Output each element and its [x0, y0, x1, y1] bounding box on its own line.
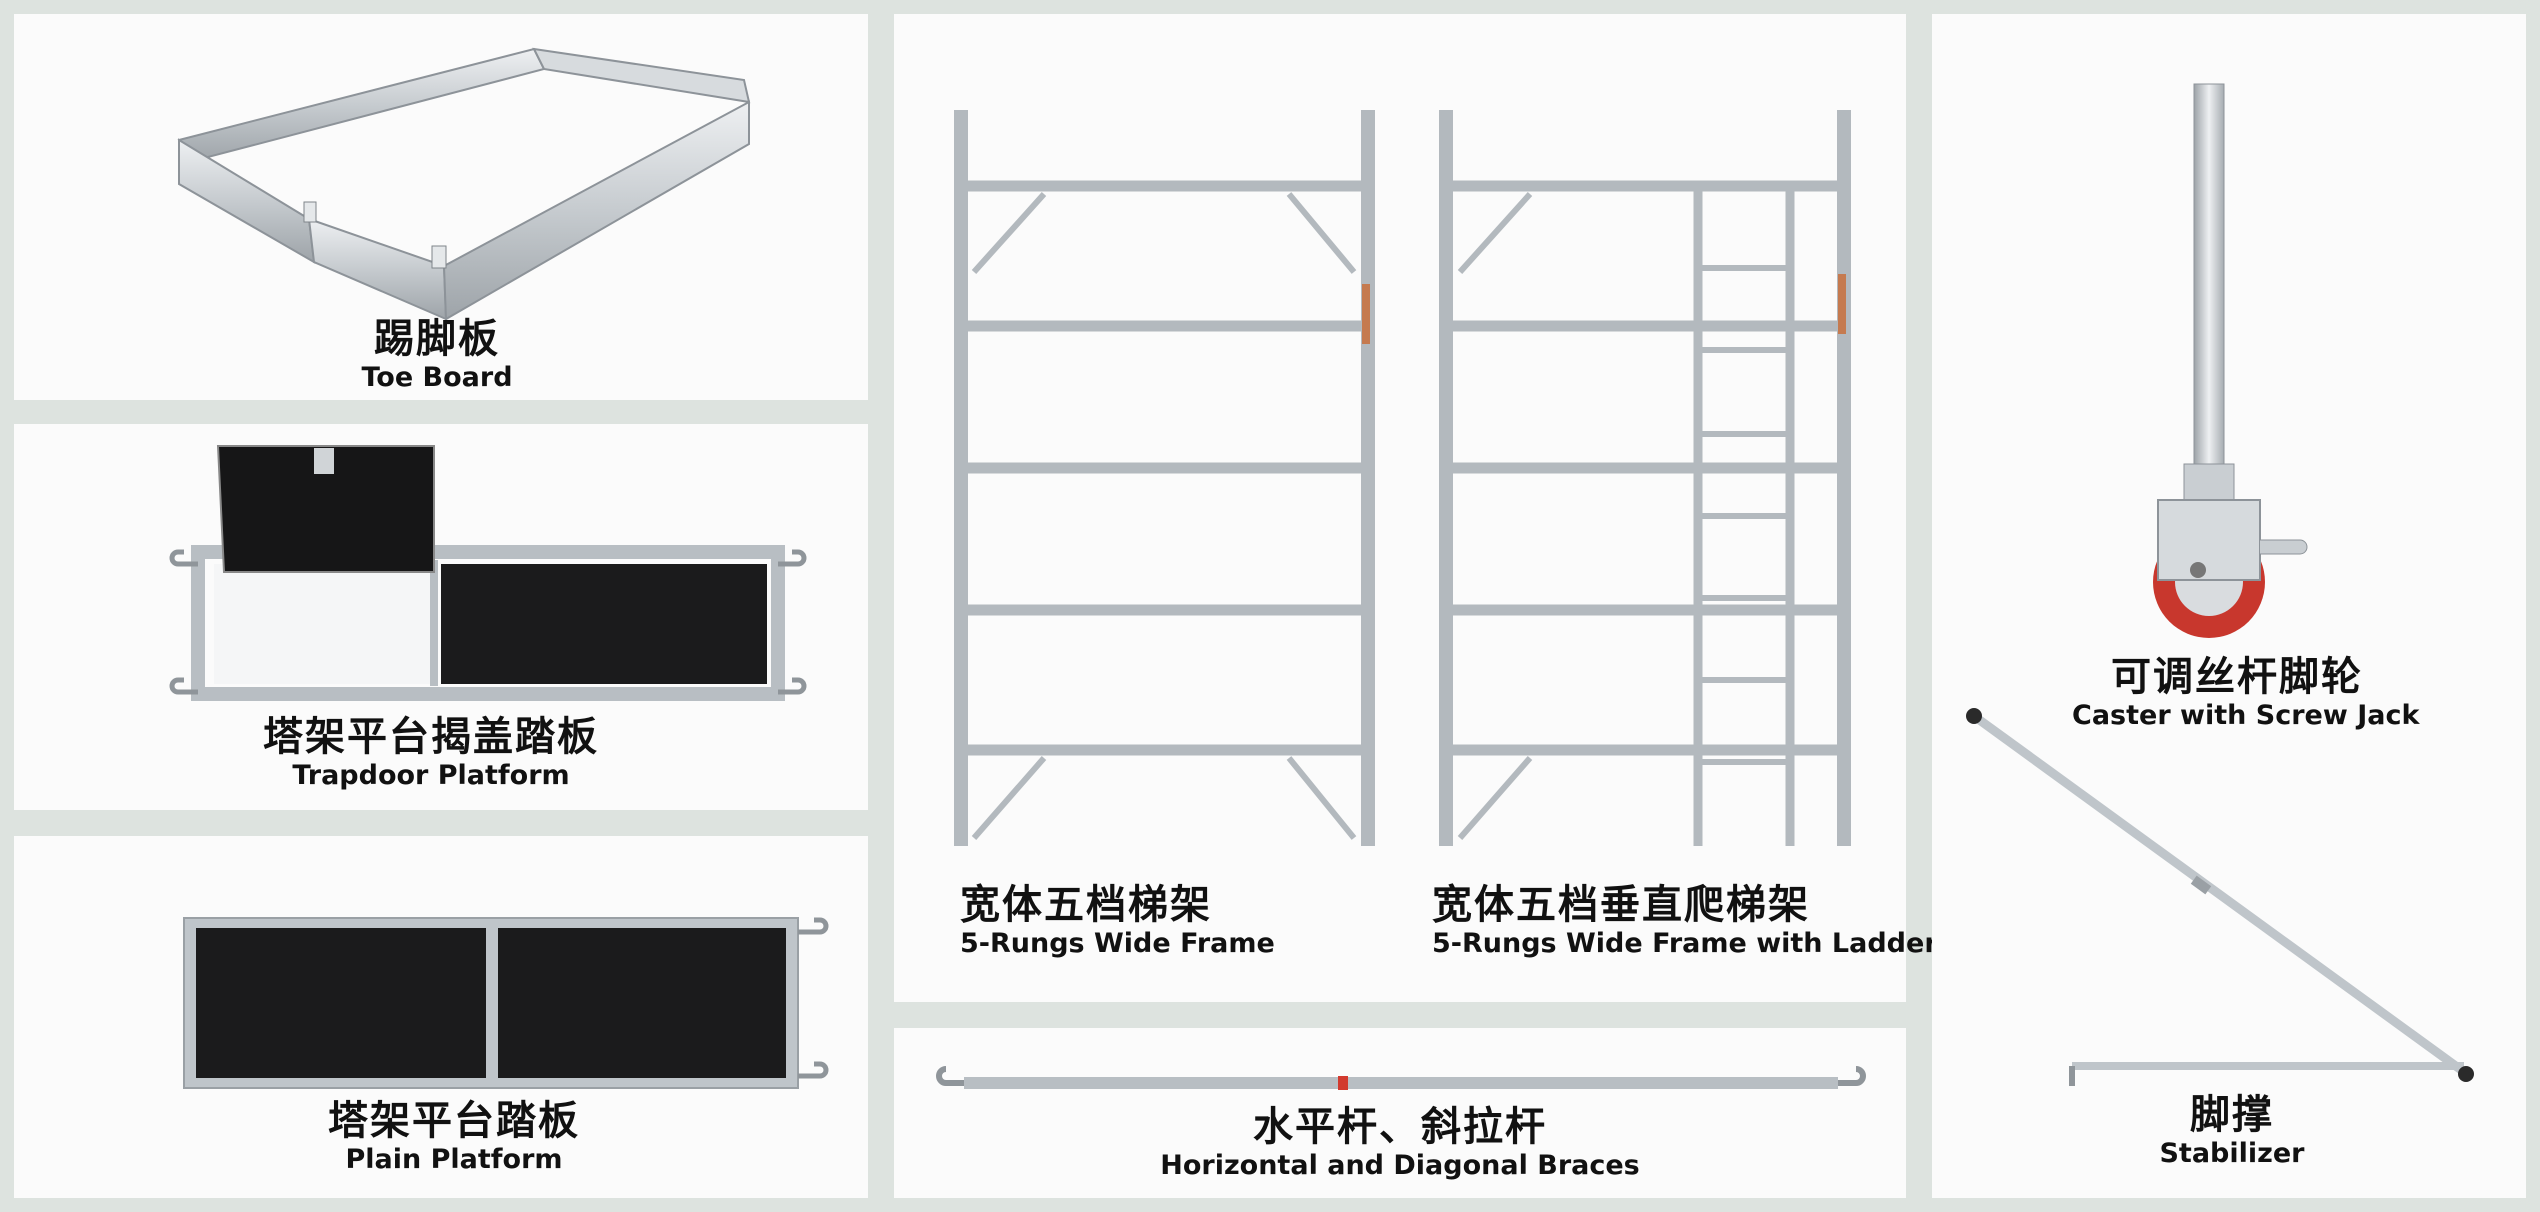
toe-board-image: [177, 47, 751, 321]
caster-caption: 可调丝杆脚轮 Caster with Screw Jack: [2072, 654, 2420, 732]
wide-frame-ladder-caption: 宽体五档垂直爬梯架 5-Rungs Wide Frame with Ladder: [1432, 882, 1938, 960]
trapdoor-platform-panel: 塔架平台揭盖踏板 Trapdoor Platform: [14, 424, 868, 810]
trapdoor-platform-image: [169, 445, 807, 701]
wide-frame-zh-label: 宽体五档梯架: [960, 882, 1212, 928]
toe-board-en-label: Toe Board: [361, 362, 513, 393]
braces-panel: 水平杆、斜拉杆 Horizontal and Diagonal Braces: [894, 1028, 1906, 1198]
trapdoor-platform-zh-label: 塔架平台揭盖踏板: [263, 714, 599, 760]
plain-platform-zh-label: 塔架平台踏板: [328, 1098, 580, 1144]
stabilizer-image: [1966, 708, 2474, 1086]
plain-platform-en-label: Plain Platform: [345, 1144, 563, 1175]
trapdoor-platform-caption: 塔架平台揭盖踏板 Trapdoor Platform: [231, 714, 631, 792]
caster-image: [2153, 83, 2308, 638]
wide-frame-ladder-zh-label: 宽体五档垂直爬梯架: [1432, 882, 1810, 928]
plain-platform-image: [183, 917, 829, 1089]
caster-en-label: Caster with Screw Jack: [2072, 700, 2420, 731]
plain-platform-caption: 塔架平台踏板 Plain Platform: [314, 1098, 594, 1176]
trapdoor-platform-en-label: Trapdoor Platform: [292, 760, 570, 791]
stabilizer-en-label: Stabilizer: [2159, 1138, 2305, 1169]
caster-zh-label: 可调丝杆脚轮: [2111, 654, 2363, 700]
wide-frame-en-label: 5-Rungs Wide Frame: [960, 928, 1275, 959]
braces-image: [936, 1066, 1866, 1090]
plain-platform-panel: 塔架平台踏板 Plain Platform: [14, 836, 868, 1198]
braces-zh-label: 水平杆、斜拉杆: [1253, 1104, 1547, 1150]
caster-stabilizer-panel: 可调丝杆脚轮 Caster with Screw Jack 脚撑 Stabili…: [1932, 14, 2526, 1198]
wide-frame-caption: 宽体五档梯架 5-Rungs Wide Frame: [960, 882, 1380, 960]
braces-en-label: Horizontal and Diagonal Braces: [1160, 1150, 1640, 1181]
stabilizer-zh-label: 脚撑: [2190, 1092, 2274, 1138]
wide-frame-ladder-en-label: 5-Rungs Wide Frame with Ladder: [1432, 928, 1938, 959]
toe-board-zh-label: 踢脚板: [374, 316, 500, 362]
wide-frame-image: [954, 110, 1375, 846]
toe-board-panel: 踢脚板 Toe Board: [14, 14, 868, 400]
braces-caption: 水平杆、斜拉杆 Horizontal and Diagonal Braces: [1160, 1104, 1640, 1182]
wide-frame-with-ladder-image: [1439, 110, 1851, 846]
frames-panel: 宽体五档梯架 5-Rungs Wide Frame 宽体五档垂直爬梯架 5-Ru…: [894, 14, 1938, 1002]
stabilizer-caption: 脚撑 Stabilizer: [2122, 1092, 2342, 1170]
toe-board-caption: 踢脚板 Toe Board: [317, 316, 557, 394]
